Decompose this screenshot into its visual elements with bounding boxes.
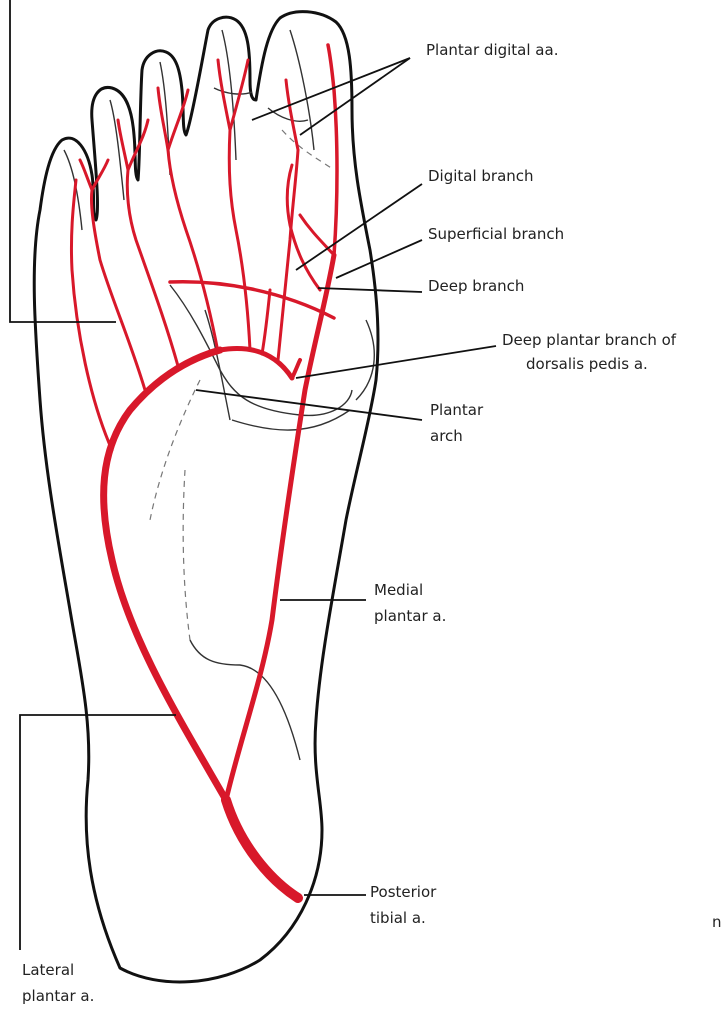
label-deep-plantar-branch-line1: Deep plantar branch of	[502, 328, 676, 352]
label-posterior-tibial-line2: tibial a.	[370, 906, 426, 930]
arteries	[71, 45, 337, 898]
label-lateral-plantar-line1: Lateral	[22, 958, 74, 982]
label-superficial-branch: Superficial branch	[428, 222, 564, 246]
plantar-arch	[220, 348, 292, 378]
label-lateral-plantar-line2: plantar a.	[22, 984, 94, 1008]
posterior-tibial-artery	[226, 800, 298, 898]
label-digital-branch: Digital branch	[428, 164, 534, 188]
label-plantar-arch-line1: Plantar	[430, 398, 483, 422]
lateral-plantar-artery	[104, 350, 226, 800]
label-plantar-arch-line2: arch	[430, 424, 463, 448]
label-medial-plantar-line1: Medial	[374, 578, 423, 602]
label-plantar-digital-aa: Plantar digital aa.	[426, 38, 558, 62]
deep-plantar-branch	[292, 360, 300, 378]
label-posterior-tibial-line1: Posterior	[370, 880, 436, 904]
label-medial-plantar-line2: plantar a.	[374, 604, 446, 628]
foot-outline	[34, 12, 378, 982]
label-deep-branch: Deep branch	[428, 274, 524, 298]
label-deep-plantar-branch-line2: dorsalis pedis a.	[526, 352, 648, 376]
leader-lines	[10, 0, 496, 950]
label-edge-fragment: n	[712, 910, 722, 934]
